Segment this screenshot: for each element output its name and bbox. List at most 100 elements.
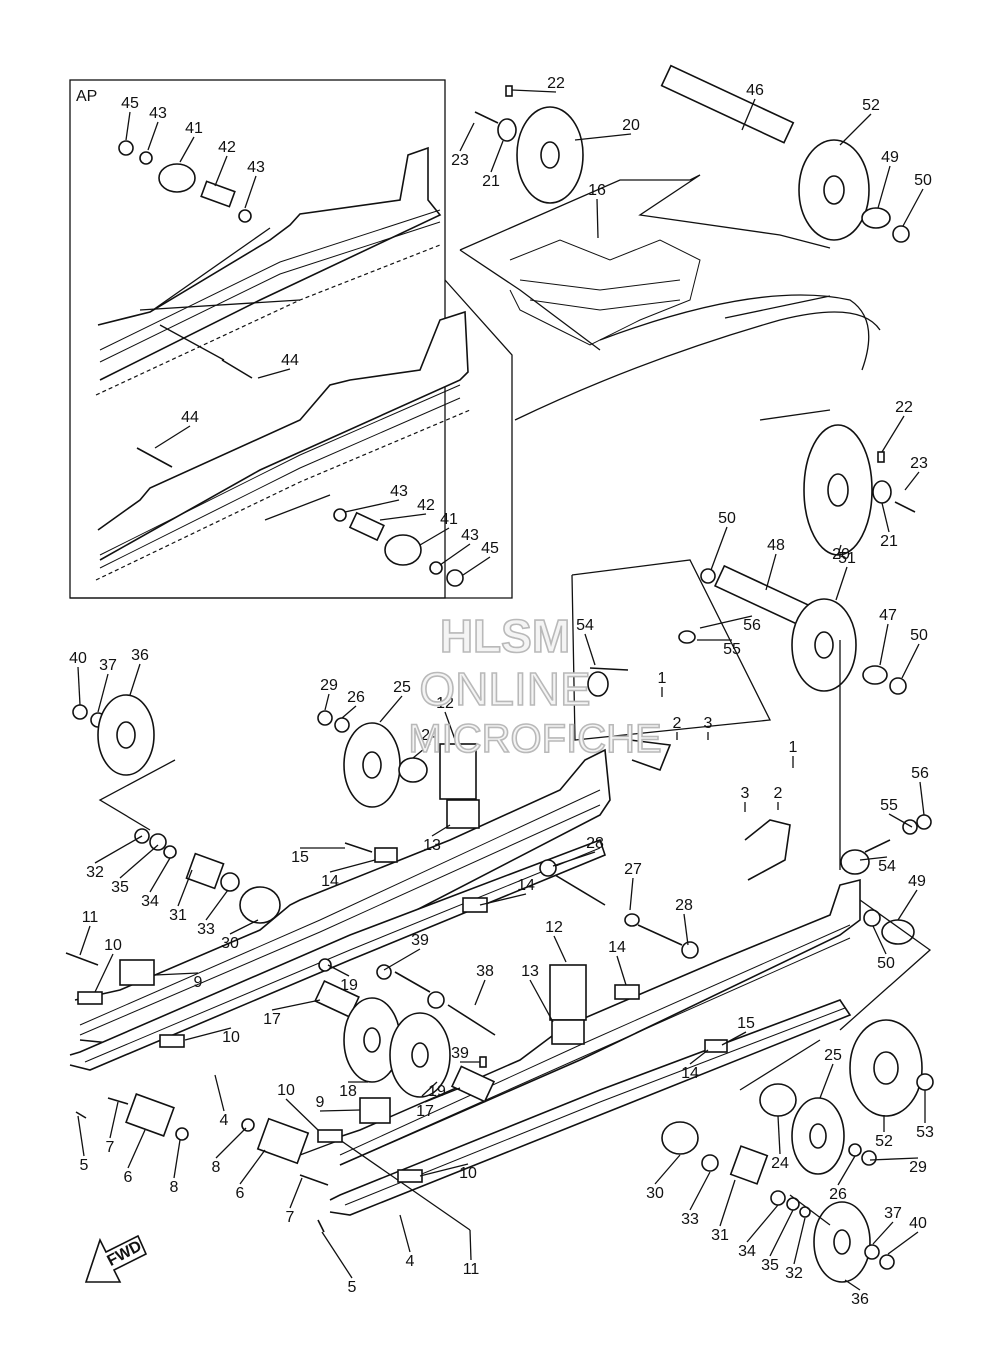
leader-c47 [879, 623, 889, 666]
leader-c6a [127, 1129, 146, 1169]
callout-c11b: 11 [463, 1261, 480, 1278]
callout-c45a: 45 [121, 95, 139, 112]
leader-c24b [777, 1115, 781, 1155]
leader-c56a [699, 615, 753, 629]
callout-c31b: 31 [711, 1227, 729, 1244]
leader-c10a [94, 953, 114, 993]
leader-c46 [741, 98, 756, 131]
leader-c49b [897, 889, 918, 921]
leader-c28a [552, 851, 596, 867]
leader-c4a [214, 1074, 225, 1112]
leader-c34b [746, 1204, 779, 1243]
leader-c35a [119, 844, 159, 879]
leader-c41a [179, 136, 195, 163]
callout-c55b: 55 [880, 797, 898, 814]
callout-c20a: 20 [622, 117, 640, 134]
callout-c10b: 10 [222, 1029, 240, 1046]
leader-c26b [837, 1155, 856, 1186]
callout-c20b: 20 [832, 546, 850, 563]
leader-c10c [285, 1098, 319, 1131]
watermark-line2: ONLINE [419, 663, 590, 715]
callout-c24a: 24 [421, 727, 439, 744]
leader-c14c [616, 955, 627, 986]
leader-c25b [819, 1063, 834, 1099]
leader-c43a [147, 121, 159, 151]
callout-c2b: 2 [774, 785, 783, 802]
callout-c28b: 28 [675, 897, 693, 914]
watermark-line1: HLSM [440, 610, 570, 662]
inset-hardware-lower [136, 447, 464, 587]
callout-c13b: 13 [521, 963, 539, 980]
leader-c19a [327, 964, 350, 977]
leader-c9b [319, 1109, 361, 1112]
callout-c50c: 50 [910, 627, 928, 644]
callout-c23b: 23 [910, 455, 928, 472]
callout-c2a: 2 [673, 715, 682, 732]
leader-c50a [902, 188, 924, 227]
leader-c22b [881, 415, 905, 453]
callout-c6a: 6 [124, 1169, 133, 1186]
callout-c50d: 50 [877, 955, 895, 972]
leader-c29a [324, 693, 330, 711]
callout-c49a: 49 [881, 149, 899, 166]
inset-ap-panel: AP [69, 79, 513, 599]
leader-c20a [574, 133, 632, 141]
leader-c16 [596, 198, 599, 239]
leader-c14d [689, 1049, 709, 1065]
callout-c12a: 12 [436, 695, 454, 712]
leader-c54b [859, 856, 888, 861]
leader-c21b [881, 502, 890, 533]
callout-c54a: 54 [576, 617, 594, 634]
watermark: HLSM ONLINE MICROFICHE [408, 609, 663, 762]
callout-c23a: 23 [451, 152, 469, 169]
leader-c50c [901, 643, 920, 679]
callout-c43a: 43 [149, 105, 167, 122]
callout-c40b: 40 [909, 1215, 927, 1232]
leader-c50b [710, 526, 728, 571]
callout-c43b: 43 [247, 159, 265, 176]
callout-c41b: 41 [440, 511, 458, 528]
callout-c14c: 14 [608, 939, 626, 956]
leader-c54a [584, 633, 596, 666]
leader-c5b [321, 1231, 353, 1279]
leader-c29b [869, 1157, 919, 1161]
callout-c26a: 26 [347, 689, 365, 706]
callout-c1b: 1 [789, 739, 798, 756]
callout-c9a: 9 [194, 974, 203, 991]
leader-c11b [469, 1229, 472, 1261]
callout-c18: 18 [339, 1083, 357, 1100]
leader-c50d [872, 925, 887, 955]
callout-c13a: 13 [423, 837, 441, 854]
leader-c7a [109, 1101, 119, 1139]
callout-c53: 53 [916, 1124, 934, 1141]
callout-c30b: 30 [646, 1185, 664, 1202]
leader-c4b [399, 1214, 411, 1253]
callout-c14b: 14 [517, 877, 535, 894]
callout-c14d: 14 [681, 1065, 699, 1082]
callout-c32b: 32 [785, 1265, 803, 1282]
callout-c50a: 50 [914, 172, 932, 189]
leader-c40b [887, 1231, 919, 1255]
leader-c33a [205, 889, 229, 921]
leader-c36b [844, 1279, 861, 1291]
leader-c5a [77, 1115, 85, 1157]
leader-c43d [439, 543, 471, 566]
leader-c12b [553, 935, 567, 963]
inset-rail-upper [95, 146, 442, 396]
leader-c49a [877, 165, 891, 209]
callout-c16: 16 [588, 182, 606, 199]
callout-c50b: 50 [718, 510, 736, 527]
callout-c56b: 56 [911, 765, 929, 782]
callout-c47: 47 [879, 607, 897, 624]
leader-c52a [839, 113, 872, 146]
leader-c21a [490, 140, 504, 173]
callout-c3a: 3 [704, 715, 713, 732]
leader-c25a [379, 695, 403, 723]
callout-c10c: 10 [277, 1082, 295, 1099]
callout-c10d: 10 [459, 1165, 477, 1182]
leader-c27 [629, 877, 634, 911]
leader-c14b [479, 893, 527, 906]
callout-c21b: 21 [880, 533, 898, 550]
callout-c40a: 40 [69, 650, 87, 667]
leader-c48 [765, 553, 777, 591]
